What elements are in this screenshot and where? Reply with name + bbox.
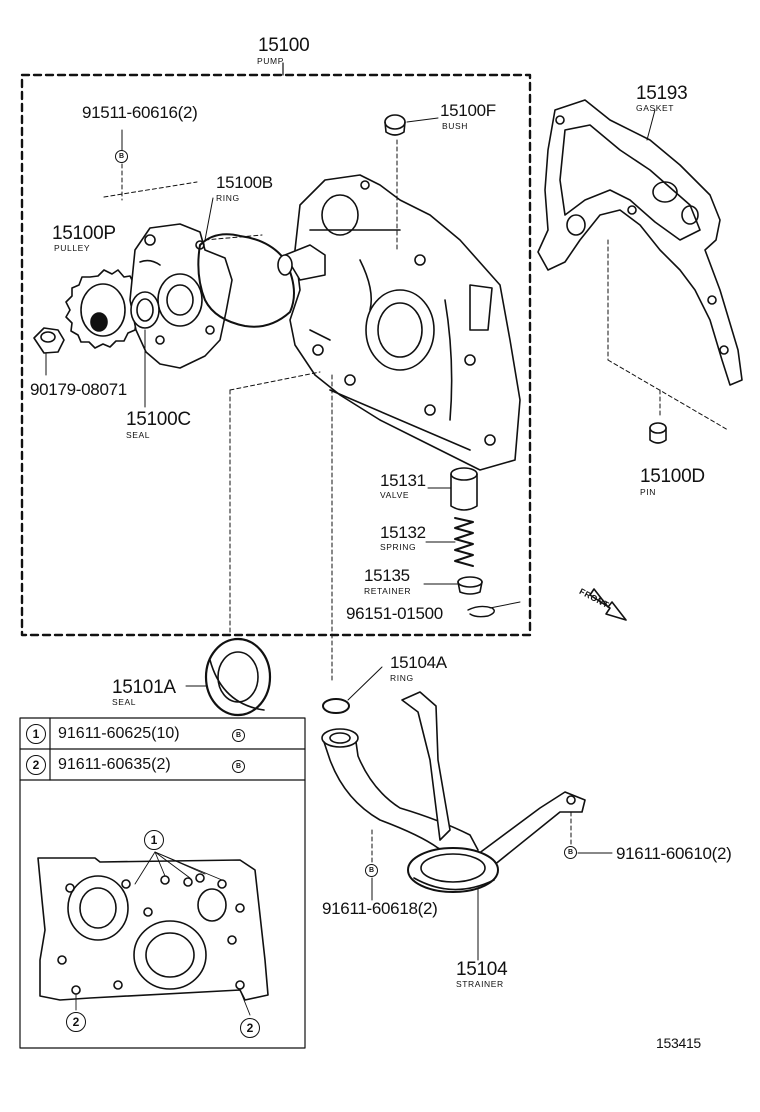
ring-15100b <box>197 233 295 328</box>
table-row-1-bolt-icon: B <box>232 729 245 742</box>
table-row-2-part: 91611-60635(2) <box>58 756 171 773</box>
caption-seal-a: SEAL <box>112 697 137 707</box>
table-row-1-part: 91611-60625(10) <box>58 725 180 742</box>
caption-seal-c: SEAL <box>126 430 151 440</box>
table-row-2-bolt-icon: B <box>232 760 245 773</box>
caption-spring: SPRING <box>380 542 417 552</box>
table-mark-2: 2 <box>26 755 46 775</box>
part-number-15100p: 15100P <box>52 223 116 244</box>
reference-number: 153415 <box>656 1035 701 1051</box>
spring-15132 <box>425 517 474 567</box>
detail-mark-1: 1 <box>144 830 164 850</box>
caption-gasket: GASKET <box>636 103 675 113</box>
part-number-90179: 90179-08071 <box>30 380 127 399</box>
bolt-table-frame <box>19 717 306 1049</box>
valve-15131 <box>427 467 478 511</box>
table-mark-1: 1 <box>26 724 46 744</box>
ring-15104a <box>322 666 383 714</box>
caption-pulley: PULLEY <box>54 243 91 253</box>
pump-assembly-box <box>20 73 532 637</box>
part-number-96151: 96151-01500 <box>346 604 443 623</box>
part-number-91611-60618: 91611-60618(2) <box>322 899 438 918</box>
seal-15100c <box>130 291 160 408</box>
part-number-15100d: 15100D <box>640 466 705 487</box>
strainer-15104 <box>321 691 586 961</box>
caption-pump: PUMP <box>257 56 284 66</box>
part-number-15193: 15193 <box>636 83 688 104</box>
part-number-15101a: 15101A <box>112 677 176 698</box>
bolt-60610-icon: B <box>564 846 577 859</box>
part-number-91511: 91511-60616(2) <box>82 103 198 122</box>
part-number-15132: 15132 <box>380 523 426 542</box>
detail-mark-2-left: 2 <box>66 1012 86 1032</box>
clip-96151 <box>467 605 495 618</box>
caption-valve: VALVE <box>380 490 410 500</box>
caption-bush: BUSH <box>442 121 469 131</box>
detail-cover-view <box>37 851 269 1016</box>
gasket-15193 <box>537 99 743 431</box>
seal-15101a <box>185 637 272 717</box>
caption-retainer: RETAINER <box>364 586 412 596</box>
part-number-91611-60610: 91611-60610(2) <box>616 844 732 863</box>
caption-ring-a: RING <box>390 673 414 683</box>
bolt-60618-icon: B <box>365 864 378 877</box>
caption-pin: PIN <box>640 487 656 497</box>
part-number-15100b: 15100B <box>216 173 273 192</box>
part-number-15104: 15104 <box>456 959 508 980</box>
part-number-15100: 15100 <box>258 35 310 56</box>
pump-housing <box>129 223 233 369</box>
part-number-15100c: 15100C <box>126 409 191 430</box>
part-number-15104a: 15104A <box>390 653 447 672</box>
bush-15100f <box>384 114 439 251</box>
retainer-15135 <box>423 576 483 595</box>
caption-strainer: STRAINER <box>456 979 504 989</box>
caption-ring-b: RING <box>216 193 240 203</box>
oil-pump-body <box>277 174 521 471</box>
nut-90179 <box>33 327 65 376</box>
part-number-15135: 15135 <box>364 566 410 585</box>
part-number-15100f: 15100F <box>440 101 496 120</box>
part-number-15131: 15131 <box>380 471 426 490</box>
bolt-91511-symbol <box>103 129 198 201</box>
bolt-60610-symbol <box>570 811 613 854</box>
front-arrow-icon <box>589 588 627 621</box>
pin-15100d <box>649 389 667 444</box>
detail-mark-2-right: 2 <box>240 1018 260 1038</box>
bolt-91511-icon: B <box>115 150 128 163</box>
